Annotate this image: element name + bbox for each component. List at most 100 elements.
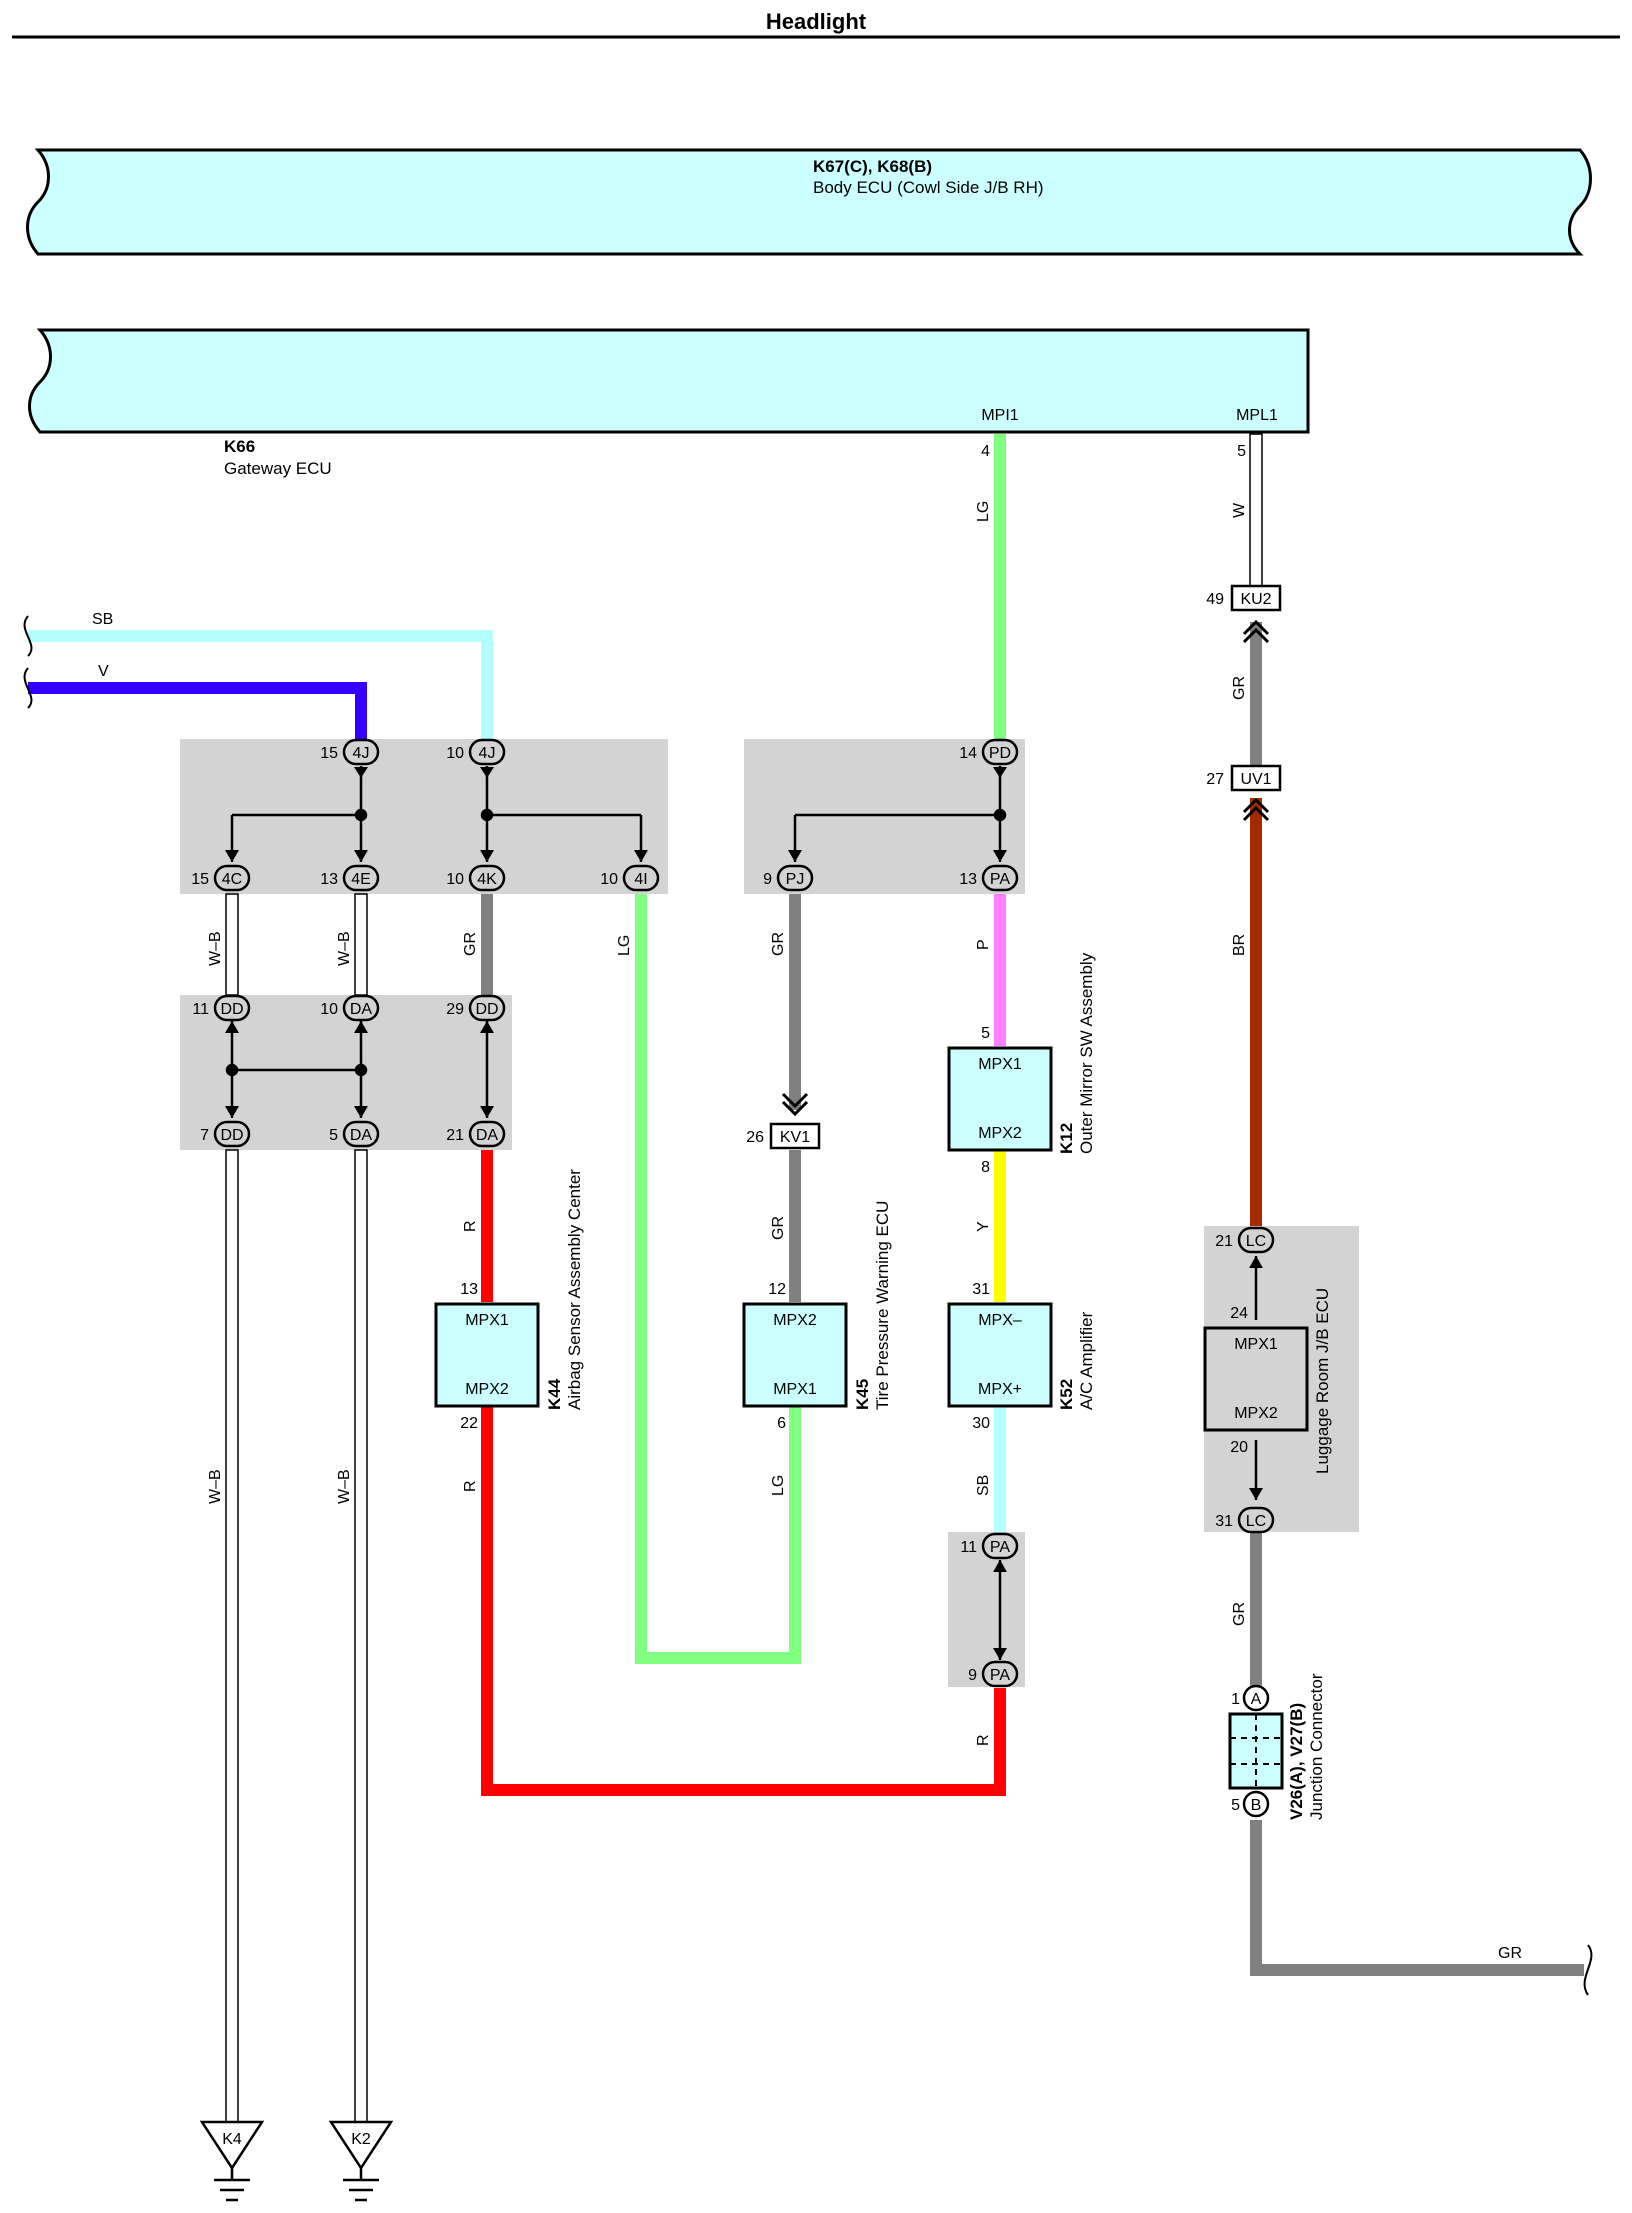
- k52-pin-bottom: MPX+: [978, 1381, 1022, 1398]
- conn-dd-7: DD: [220, 1127, 243, 1144]
- wire-wb-4e-da: [354, 893, 368, 996]
- pin-4j-15: 15: [320, 745, 338, 762]
- junction-block-a: [180, 739, 668, 894]
- wire-label-r-3: R: [975, 1734, 992, 1746]
- k52-code: K52: [1057, 1379, 1076, 1410]
- conn-4j-10: 4J: [479, 745, 496, 762]
- conn-kv1: KV1: [780, 1129, 810, 1146]
- body-ecu-name: Body ECU (Cowl Side J/B RH): [813, 178, 1044, 197]
- wire-label-gr-right: GR: [1498, 1945, 1522, 1962]
- wire-label-gr-pj: GR: [770, 932, 787, 956]
- wire-label-wb-4: W–B: [336, 1469, 353, 1504]
- wire-label-br: BR: [1231, 934, 1248, 956]
- wire-lg-4i-k45: [635, 894, 801, 1664]
- wire-v-left: [28, 682, 367, 752]
- wire-label-lg-k45: LG: [770, 1475, 787, 1496]
- pin-da-10: 10: [320, 1001, 338, 1018]
- conn-dd-29: DD: [475, 1001, 498, 1018]
- wire-sb-left: [28, 630, 493, 752]
- conn-4k: 4K: [477, 871, 497, 888]
- pin-gw-5: 5: [1237, 443, 1246, 460]
- conn-ku2: KU2: [1240, 591, 1271, 608]
- pin-4j-10: 10: [446, 745, 464, 762]
- gateway-ecu-code: K66: [224, 437, 255, 456]
- conn-pa-11: PA: [990, 1539, 1010, 1556]
- conn-lc-21: LC: [1246, 1233, 1266, 1250]
- conn-pa-13: PA: [990, 871, 1010, 888]
- wire-label-sb-k52: SB: [975, 1475, 992, 1496]
- wire-label-wb-2: W–B: [336, 931, 353, 966]
- pin-pa-13: 13: [959, 871, 977, 888]
- wire-w-mpl1: [1249, 433, 1263, 589]
- k12-name: Outer Mirror SW Assembly: [1077, 952, 1096, 1154]
- conn-pj: PJ: [786, 871, 805, 888]
- wire-label-r-1: R: [462, 1220, 479, 1232]
- junction-block-d: [948, 1532, 1025, 1687]
- connector-ovals: [213, 738, 1275, 1688]
- conn-da-5: DA: [350, 1127, 373, 1144]
- wire-wb-dd-k4: [225, 1149, 239, 2129]
- pin-pj-9: 9: [763, 871, 772, 888]
- luggage-pin-bottom: MPX2: [1234, 1405, 1278, 1422]
- body-ecu-code: K67(C), K68(B): [813, 157, 932, 176]
- wire-label-gr-ku2: GR: [1231, 676, 1248, 700]
- wire-label-v: V: [98, 663, 109, 680]
- k12-pin-bottom: MPX2: [978, 1125, 1022, 1142]
- pin-k12-5: 5: [981, 1025, 990, 1042]
- k52-pin-top: MPX–: [978, 1312, 1022, 1329]
- pin-k44-13: 13: [460, 1281, 478, 1298]
- wire-label-r-2: R: [462, 1480, 479, 1492]
- pin-dd-11: 11: [192, 1001, 209, 1018]
- luggage-name: Luggage Room J/B ECU: [1313, 1288, 1332, 1474]
- wire-label-p: P: [975, 939, 992, 950]
- wire-r-k44-pa: [481, 1406, 1006, 1796]
- gateway-pin-mpl1: MPL1: [1236, 407, 1278, 424]
- conn-4i: 4I: [634, 871, 647, 888]
- conn-da-21: DA: [476, 1127, 499, 1144]
- wire-wb-4c-dd: [225, 893, 239, 996]
- connector-rects: [769, 584, 1282, 1150]
- ground-symbols: [199, 2120, 394, 2202]
- pin-lugg-20: 20: [1230, 1439, 1248, 1456]
- ground-k2: K2: [351, 2131, 371, 2148]
- ground-k4: K4: [222, 2131, 242, 2148]
- pin-ku2-49: 49: [1206, 591, 1224, 608]
- pin-pa-9: 9: [968, 1667, 977, 1684]
- conn-uv1: UV1: [1240, 771, 1271, 788]
- k45-code: K45: [853, 1379, 872, 1410]
- k45-name: Tire Pressure Warning ECU: [873, 1201, 892, 1410]
- wire-label-gr-lc: GR: [1231, 1602, 1248, 1626]
- pin-da-21: 21: [446, 1127, 464, 1144]
- conn-pa-9: PA: [990, 1667, 1010, 1684]
- wire-gr-b-right: [1250, 1820, 1584, 1976]
- component-boxes: [434, 1046, 1309, 1432]
- pin-dd-7: 7: [200, 1127, 209, 1144]
- pin-da-5: 5: [329, 1127, 338, 1144]
- wire-label-wb-3: W–B: [207, 1469, 224, 1504]
- jconn-name: Junction Connector: [1307, 1673, 1326, 1820]
- conn-lc-31: LC: [1246, 1513, 1266, 1530]
- wire-label-w: W: [1231, 502, 1248, 518]
- pin-pd-14: 14: [959, 745, 977, 762]
- gateway-pin-mpi1: MPI1: [981, 407, 1018, 424]
- jconn-code: V26(A), V27(B): [1287, 1703, 1306, 1820]
- k12-code: K12: [1057, 1123, 1076, 1154]
- pin-lc-31: 31: [1215, 1513, 1233, 1530]
- arrowheads: [225, 767, 1263, 1660]
- pin-jc-1: 1: [1231, 1691, 1240, 1708]
- pin-k52-31: 31: [972, 1281, 990, 1298]
- body-ecu-box: [26, 148, 1592, 256]
- gateway-ecu-name: Gateway ECU: [224, 459, 332, 478]
- k44-code: K44: [545, 1378, 564, 1410]
- wire-wb-da-k2: [354, 1149, 368, 2129]
- pin-lugg-24: 24: [1230, 1305, 1248, 1322]
- pin-4k-10: 10: [446, 871, 464, 888]
- junction-lines: [225, 766, 1258, 1660]
- pin-k45-6: 6: [777, 1415, 786, 1432]
- wire-label-gr-4k: GR: [462, 932, 479, 956]
- page-title: Headlight: [766, 9, 867, 34]
- wire-label-lg-4i: LG: [616, 935, 633, 956]
- pin-dd-29: 29: [446, 1001, 464, 1018]
- pin-uv1-27: 27: [1206, 771, 1224, 788]
